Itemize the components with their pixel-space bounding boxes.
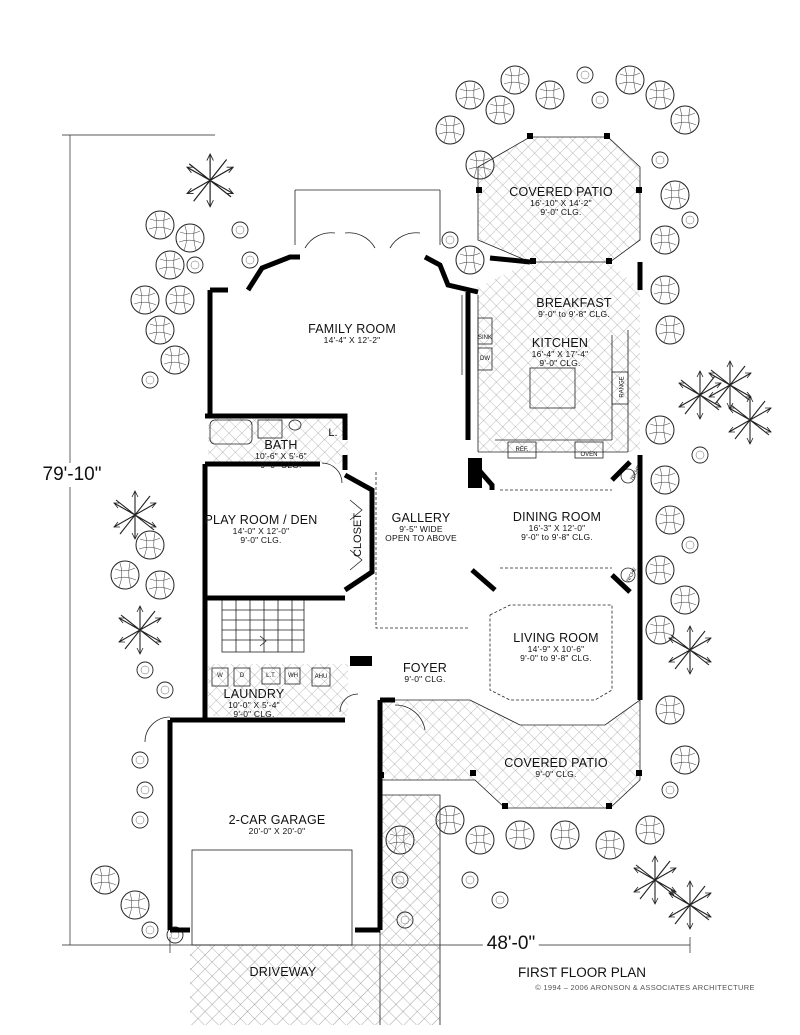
dining-room-label: DINING ROOM 16'-3" X 12'-0" 9'-0" to 9'-… [512, 510, 602, 543]
water-heater-label: WH [288, 673, 298, 679]
columns [350, 133, 642, 809]
oven-label: OVEN [580, 452, 598, 458]
linen-label: L. [328, 427, 338, 439]
laundry-label: LAUNDRY 10'-0" X 5'-4" 9'-0" CLG. [223, 687, 285, 720]
foyer-label: FOYER 9'-0" CLG. [402, 661, 448, 685]
bath-label: BATH 10'-6" X 5'-6" 9'-0" CLG. [255, 438, 307, 471]
refrigerator-label: REF. [515, 447, 529, 453]
walls [167, 254, 643, 933]
ahu-label: AHU [314, 674, 328, 680]
copyright: © 1994 – 2006 ARONSON & ASSOCIATES ARCHI… [535, 983, 755, 992]
plan-title: FIRST FLOOR PLAN [517, 965, 647, 980]
kitchen-label: KITCHEN 16'-4" X 17'-4" 9'-0" CLG. [531, 336, 589, 369]
overall-depth-dimension: 79'-10" [39, 463, 105, 487]
driveway-label: DRIVEWAY [249, 965, 317, 979]
family-room-label: FAMILY ROOM 14'-4" X 12'-2" [308, 322, 396, 346]
closet-label: CLOSET [352, 512, 364, 557]
overall-width-dimension: 48'-0" [482, 934, 540, 954]
washer-label: W [217, 673, 223, 679]
living-room-label: LIVING ROOM 14'-9" X 10'-6" 9'-0" to 9'-… [513, 631, 599, 664]
range-label: RANGE [619, 376, 626, 398]
tile-floors [190, 137, 640, 1025]
front-covered-patio-label: COVERED PATIO 9'-0" CLG. [504, 756, 608, 780]
rear-covered-patio-label: COVERED PATIO 16'-10" X 14'-2" 9'-0" CLG… [509, 185, 613, 218]
garage-label: 2-CAR GARAGE 20'-0" X 20'-0" [228, 813, 326, 837]
laundry-tub-label: L.T. [266, 673, 276, 679]
dryer-label: D [239, 673, 245, 679]
dishwasher-label: DW [480, 356, 490, 362]
sink-label: SINK [477, 335, 493, 341]
gallery-label: GALLERY 9'-5" WIDE OPEN TO ABOVE [385, 511, 457, 544]
play-room-label: PLAY ROOM / DEN 14'-0" X 12'-0" 9'-0" CL… [204, 513, 318, 546]
breakfast-label: BREAKFAST 9'-0" to 9'-8" CLG. [536, 296, 612, 320]
